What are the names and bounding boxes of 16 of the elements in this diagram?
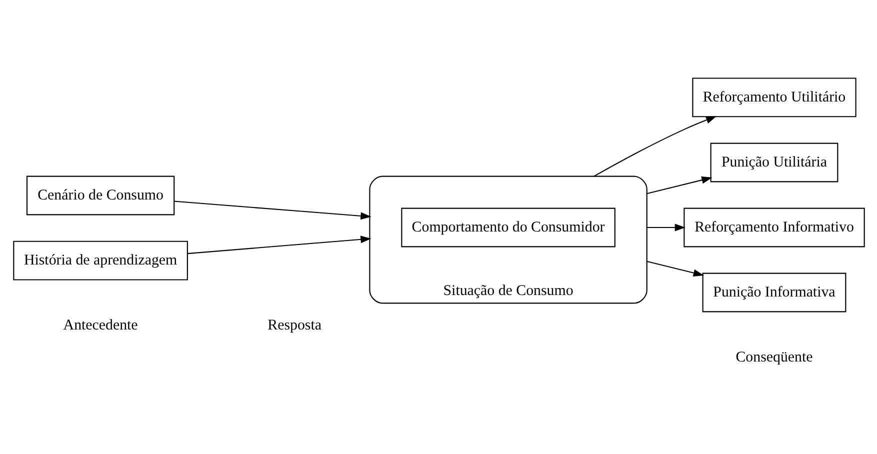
arrow	[174, 200, 371, 220]
node-box: Comportamento do Consumidor	[400, 207, 615, 247]
label: Conseqüente	[735, 348, 812, 365]
arrow	[646, 223, 686, 231]
arrow	[187, 235, 371, 254]
node-box: Reforçamento Informativo	[683, 207, 864, 247]
node-box: História de aprendizagem	[12, 240, 188, 280]
label: Resposta	[267, 317, 321, 334]
node-box: Punição Informativa	[702, 272, 846, 312]
node-box: Cenário de Consumo	[26, 175, 174, 215]
arrow	[646, 260, 704, 276]
node-box: Punição Utilitária	[710, 142, 838, 182]
label: Antecedente	[62, 317, 138, 334]
arrow	[646, 176, 712, 194]
node-box: Reforçamento Utilitário	[692, 77, 856, 117]
arrow	[593, 116, 716, 176]
